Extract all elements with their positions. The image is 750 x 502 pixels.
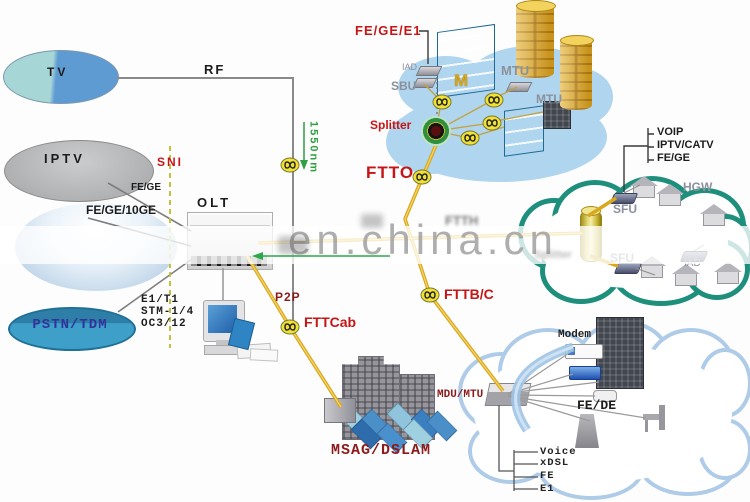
tdm-interface-stm: STM-1/4 <box>141 306 195 318</box>
wdm-coupler-icon <box>280 157 300 173</box>
fttb-coupler-icon <box>420 287 440 303</box>
fe-label: FE <box>540 470 555 482</box>
optical-splitter-node <box>420 116 452 146</box>
tdm-interface-oc3: OC3/12 <box>141 318 187 330</box>
home-services-bracket <box>623 128 654 192</box>
voip-label: VOIP <box>657 126 684 138</box>
drop-coupler-icon <box>460 130 480 146</box>
iptv-label: IPTV <box>44 151 85 166</box>
house-icon <box>630 176 658 198</box>
sbu-label: SBU <box>391 79 417 93</box>
mdu-building <box>596 317 644 389</box>
fe-de-label: FE/DE <box>577 398 617 413</box>
building-emblem: M <box>454 71 469 90</box>
fe-ge-10ge-label: FE/GE/10GE <box>86 203 157 217</box>
house-icon <box>714 262 742 284</box>
e1-label: E1 <box>540 483 555 495</box>
tdm-interface-e1t1: E1/T1 <box>141 294 180 306</box>
house-icon <box>656 184 684 206</box>
mtu-lower-label: MTU <box>536 92 562 106</box>
tv-label: TV <box>47 65 69 79</box>
switch-device <box>569 366 601 380</box>
watermark-band <box>0 226 750 264</box>
mdu-services-bracket <box>498 405 538 491</box>
pstn-olt-line <box>117 258 193 313</box>
ftto-label: FTTO <box>366 163 415 182</box>
voice-label: Voice <box>540 446 577 458</box>
pstn-tdm-ellipse <box>8 307 136 351</box>
sfu-upper-label: SFU <box>613 202 637 216</box>
fe-ge-e1-bracket <box>419 30 429 64</box>
sni-label: SNI <box>157 155 184 169</box>
house-icon <box>672 264 700 286</box>
fttcab-coupler-icon <box>280 319 300 335</box>
hgw-label: HGW <box>683 180 713 194</box>
watermark-text: en.china.cn <box>288 216 558 263</box>
msag-dslam-label: MSAG/DSLAM <box>331 442 432 459</box>
rf-label: RF <box>204 62 226 77</box>
gold-tower-2 <box>560 38 592 110</box>
house-icon <box>700 204 728 226</box>
xdsl-label: xDSL <box>540 457 570 469</box>
fe-ge-e1-label: FE/GE/E1 <box>355 23 422 38</box>
washed-mark <box>278 236 308 254</box>
olt-label: OLT <box>197 195 232 210</box>
iptv-olt-line <box>107 182 192 232</box>
splitter-label: Splitter <box>370 118 412 132</box>
modem-label: Modem <box>558 329 592 341</box>
fe-ge-label: FE/GE <box>131 182 162 193</box>
drop-coupler-icon <box>432 94 452 110</box>
iptv-network-ellipse <box>4 140 154 202</box>
ftth-washed-label: FTTH <box>445 213 479 228</box>
iptv-catv-label: IPTV/CATV <box>657 139 714 151</box>
washed-mark <box>361 214 383 228</box>
ftto-coupler-icon <box>412 169 432 185</box>
drop-coupler-icon <box>484 92 504 108</box>
tv-network-ellipse <box>3 50 119 104</box>
iad-office-label: IAD <box>402 62 418 72</box>
splitter-washed-label: Splitter <box>534 249 572 261</box>
mdu-mtu-label: MDU/MTU <box>437 389 484 401</box>
p2p-label: P2P <box>275 290 301 304</box>
fe-ge-home-label: FE/GE <box>657 152 691 164</box>
wavelength-label: 1550nm <box>307 121 320 174</box>
fttbc-label: FTTB/C <box>444 286 494 302</box>
pstn-tdm-label: PSTN/TDM <box>32 317 108 333</box>
drop-coupler-icon <box>482 115 502 131</box>
fttcab-label: FTTCab <box>304 314 357 330</box>
gold-tower-1 <box>516 3 554 78</box>
mtu-upper-label: MTU <box>501 63 530 78</box>
